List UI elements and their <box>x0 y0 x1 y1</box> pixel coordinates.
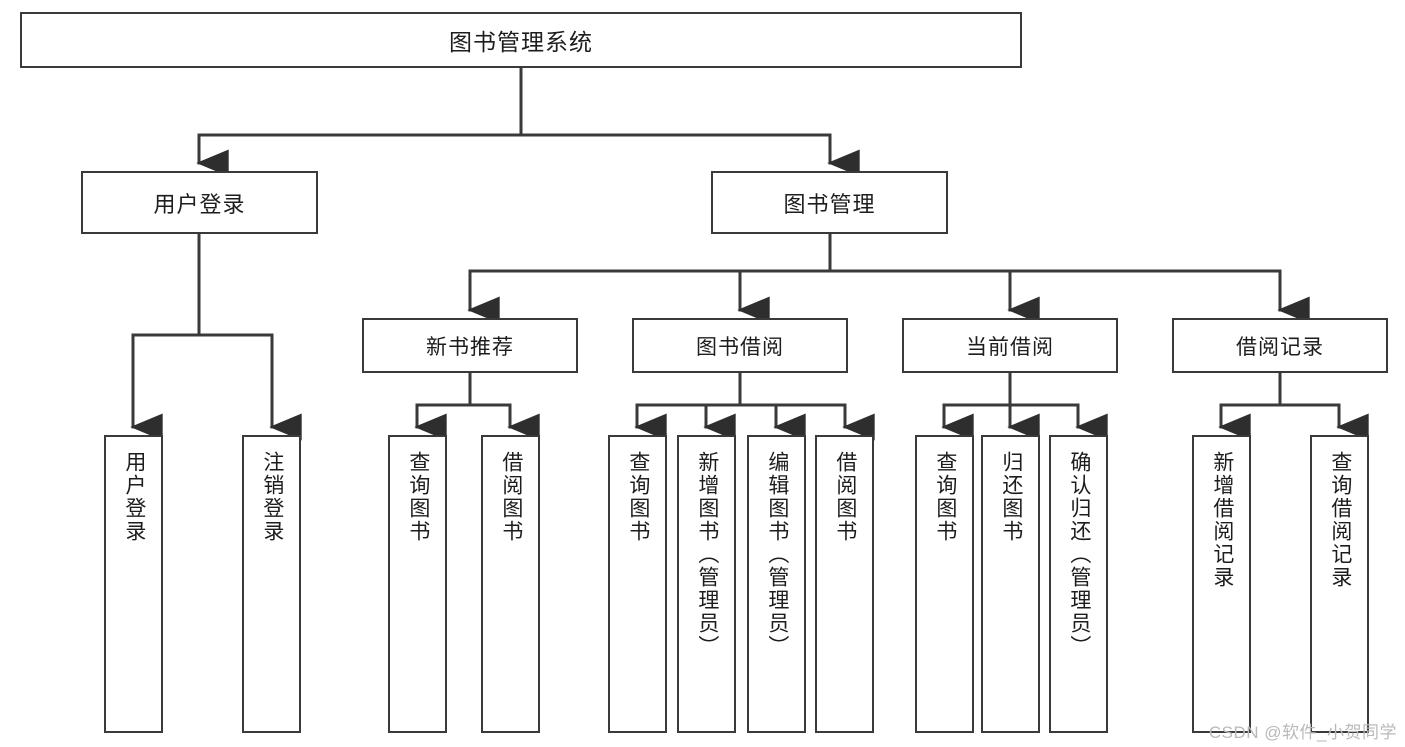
node-user-login[interactable]: 用户登录 <box>81 171 318 234</box>
node-label: 注销登录 <box>260 451 284 543</box>
node-label: 查询图书 <box>626 451 650 543</box>
leaf-book-borrow-borrow-book[interactable]: 借阅图书 <box>815 435 874 733</box>
node-label: 图书管理系统 <box>449 29 593 55</box>
leaf-user-login-login[interactable]: 用户登录 <box>104 435 163 733</box>
node-label: 查询图书 <box>933 451 957 543</box>
node-book-borrow[interactable]: 图书借阅 <box>632 318 848 373</box>
node-label: 当前借阅 <box>966 335 1054 359</box>
node-current-borrow[interactable]: 当前借阅 <box>902 318 1118 373</box>
node-label: 用户登录 <box>153 191 246 217</box>
node-book-management[interactable]: 图书管理 <box>711 171 948 234</box>
node-label: 确认归还（管理员） <box>1067 451 1091 658</box>
leaf-new-book-query-book[interactable]: 查询图书 <box>388 435 447 733</box>
node-label: 借阅图书 <box>499 451 523 543</box>
node-label: 查询借阅记录 <box>1328 451 1352 589</box>
node-label: 借阅记录 <box>1236 335 1324 359</box>
node-new-book-recommend[interactable]: 新书推荐 <box>362 318 578 373</box>
node-label: 图书管理 <box>783 191 876 217</box>
node-label: 查询图书 <box>406 451 430 543</box>
node-label: 图书借阅 <box>696 335 784 359</box>
leaf-current-borrow-confirm-return-admin[interactable]: 确认归还（管理员） <box>1049 435 1108 733</box>
node-borrow-record[interactable]: 借阅记录 <box>1172 318 1388 373</box>
node-root-book-management-system[interactable]: 图书管理系统 <box>20 12 1022 68</box>
node-label: 编辑图书（管理员） <box>765 451 789 658</box>
leaf-new-book-borrow-book[interactable]: 借阅图书 <box>481 435 540 733</box>
leaf-book-borrow-edit-book-admin[interactable]: 编辑图书（管理员） <box>747 435 806 733</box>
node-label: 新增图书（管理员） <box>695 451 719 658</box>
node-label: 归还图书 <box>999 451 1023 543</box>
leaf-book-borrow-query-book[interactable]: 查询图书 <box>608 435 667 733</box>
node-label: 新增借阅记录 <box>1210 451 1234 589</box>
csdn-watermark: CSDN @软件_小贺同学 <box>1208 723 1397 742</box>
node-label: 用户登录 <box>122 451 146 543</box>
leaf-current-borrow-query-book[interactable]: 查询图书 <box>915 435 974 733</box>
leaf-book-borrow-add-book-admin[interactable]: 新增图书（管理员） <box>677 435 736 733</box>
leaf-borrow-record-query-record[interactable]: 查询借阅记录 <box>1310 435 1369 733</box>
leaf-current-borrow-return-book[interactable]: 归还图书 <box>981 435 1040 733</box>
leaf-borrow-record-add-record[interactable]: 新增借阅记录 <box>1192 435 1251 733</box>
node-label: 借阅图书 <box>833 451 857 543</box>
node-label: 新书推荐 <box>426 335 514 359</box>
leaf-user-login-logout[interactable]: 注销登录 <box>242 435 301 733</box>
